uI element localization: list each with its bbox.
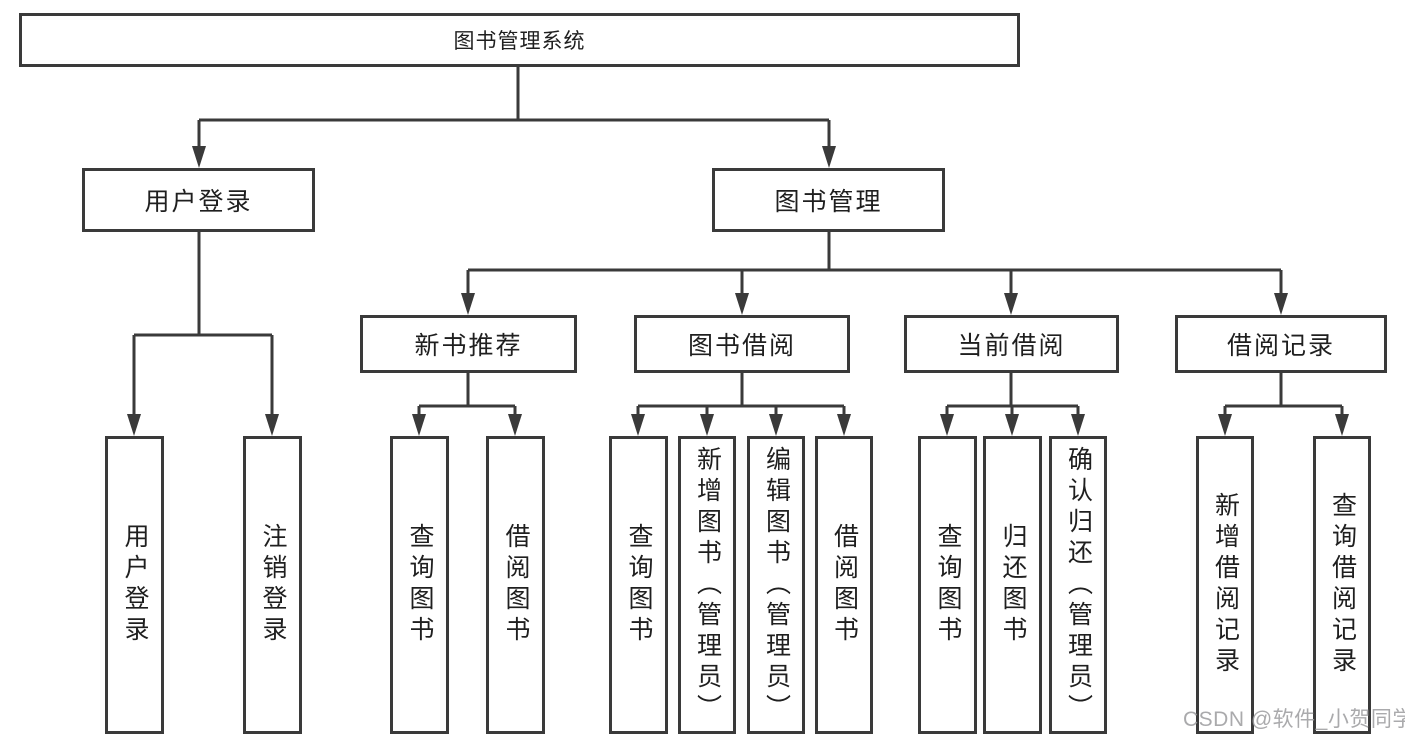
node-label: 注销登录 [259, 523, 287, 647]
connector-new-books-to-leaves [412, 373, 522, 436]
node-label: 图书管理系统 [453, 30, 586, 53]
node-label: 编辑图书（管理员） [762, 445, 791, 725]
node-user-login-branch: 用户登录 [82, 168, 315, 232]
arrowhead-icon [508, 414, 522, 436]
arrowhead-icon [461, 293, 475, 315]
node-label: 查询图书 [406, 523, 434, 647]
node-label: 借阅记录 [1226, 332, 1335, 360]
arrowhead-icon [1218, 414, 1232, 436]
arrowhead-icon [127, 414, 141, 436]
leaf-query-books-recommend: 查询图书 [390, 436, 449, 734]
node-label: 图书借阅 [687, 332, 796, 360]
leaf-query-borrow-record: 查询借阅记录 [1313, 436, 1371, 734]
node-label: 用户登录 [144, 188, 253, 216]
node-label: 查询图书 [934, 523, 962, 647]
node-current-borrowing: 当前借阅 [904, 315, 1119, 373]
node-label: 确认归还（管理员） [1064, 445, 1093, 725]
arrowhead-icon [1004, 293, 1018, 315]
leaf-add-books-admin: 新增图书（管理员） [678, 436, 736, 734]
node-label: 用户登录 [121, 523, 149, 647]
connector-borrow-records-to-leaves [1218, 373, 1349, 436]
leaf-borrow-books: 借阅图书 [815, 436, 873, 734]
leaf-borrow-books-recommend: 借阅图书 [486, 436, 545, 734]
leaf-logout: 注销登录 [243, 436, 302, 734]
node-label: 借阅图书 [502, 523, 530, 647]
node-label: 查询借阅记录 [1328, 492, 1357, 678]
leaf-confirm-return-admin: 确认归还（管理员） [1049, 436, 1107, 734]
connector-book-borrow-to-leaves [631, 373, 851, 436]
arrowhead-icon [265, 414, 279, 436]
arrowhead-icon [735, 293, 749, 315]
node-book-borrowing: 图书借阅 [634, 315, 850, 373]
arrowhead-icon [631, 414, 645, 436]
leaf-add-borrow-record: 新增借阅记录 [1196, 436, 1254, 734]
node-root-system: 图书管理系统 [19, 13, 1020, 67]
arrowhead-icon [940, 414, 954, 436]
node-label: 新增图书（管理员） [693, 445, 722, 725]
node-label: 当前借阅 [957, 332, 1066, 360]
leaf-query-books-borrowing: 查询图书 [609, 436, 668, 734]
node-book-management-branch: 图书管理 [712, 168, 945, 232]
arrowhead-icon [769, 414, 783, 436]
leaf-query-books-current: 查询图书 [918, 436, 977, 734]
csdn-watermark: CSDN @软件_小贺同学 [1183, 708, 1405, 731]
node-label: 归还图书 [999, 523, 1027, 647]
arrowhead-icon [412, 414, 426, 436]
arrowhead-icon [822, 146, 836, 168]
arrowhead-icon [1335, 414, 1349, 436]
connector-current-borrow-to-leaves [940, 373, 1085, 436]
connector-root-to-level2 [192, 67, 836, 168]
node-label: 查询图书 [625, 523, 653, 647]
node-label: 新书推荐 [414, 332, 523, 360]
arrowhead-icon [837, 414, 851, 436]
arrowhead-icon [1274, 293, 1288, 315]
arrowhead-icon [1071, 414, 1085, 436]
connector-book-mgmt-to-level3 [461, 232, 1288, 315]
arrowhead-icon [700, 414, 714, 436]
node-borrowing-records: 借阅记录 [1175, 315, 1387, 373]
leaf-edit-books-admin: 编辑图书（管理员） [747, 436, 805, 734]
node-label: 借阅图书 [830, 523, 859, 647]
connector-user-login-to-leaves [127, 232, 279, 436]
leaf-return-books: 归还图书 [983, 436, 1042, 734]
node-label: 新增借阅记录 [1211, 492, 1240, 678]
node-new-book-recommend: 新书推荐 [360, 315, 577, 373]
leaf-user-login: 用户登录 [105, 436, 164, 734]
node-label: 图书管理 [774, 188, 883, 216]
arrowhead-icon [1005, 414, 1019, 436]
arrowhead-icon [192, 146, 206, 168]
